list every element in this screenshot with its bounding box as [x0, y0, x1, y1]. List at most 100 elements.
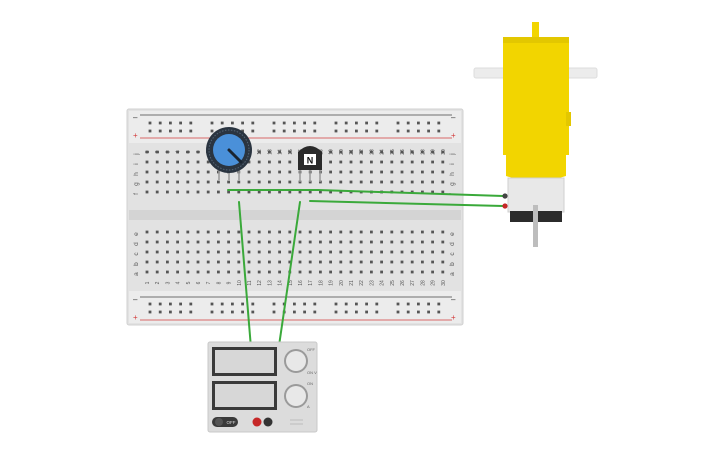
terminal-hole[interactable]: [390, 270, 394, 274]
terminal-hole[interactable]: [186, 180, 190, 184]
rail-hole[interactable]: [427, 129, 430, 133]
terminal-hole[interactable]: [329, 270, 332, 274]
terminal-hole[interactable]: [237, 240, 241, 244]
terminal-hole[interactable]: [359, 260, 363, 264]
terminal-hole[interactable]: [257, 240, 261, 244]
terminal-hole[interactable]: [370, 260, 373, 264]
terminal-hole[interactable]: [390, 240, 394, 244]
terminal-hole[interactable]: [308, 250, 312, 254]
terminal-hole[interactable]: [155, 160, 159, 164]
terminal-hole[interactable]: [410, 240, 414, 244]
terminal-hole[interactable]: [217, 240, 220, 244]
rail-hole[interactable]: [334, 310, 338, 314]
terminal-hole[interactable]: [431, 170, 434, 174]
wire-to-motor-bottom[interactable]: [309, 200, 504, 207]
terminal-hole[interactable]: [410, 180, 414, 184]
terminal-hole[interactable]: [247, 190, 251, 194]
terminal-hole[interactable]: [349, 150, 353, 154]
rail-hole[interactable]: [313, 129, 317, 133]
terminal-hole[interactable]: [278, 190, 281, 194]
terminal-hole[interactable]: [227, 180, 230, 184]
rail-hole[interactable]: [210, 121, 214, 125]
terminal-hole[interactable]: [166, 240, 169, 244]
terminal-hole[interactable]: [166, 150, 169, 154]
terminal-hole[interactable]: [257, 250, 261, 254]
rail-hole[interactable]: [251, 121, 255, 125]
terminal-hole[interactable]: [441, 240, 445, 244]
rail-hole[interactable]: [344, 310, 348, 314]
terminal-hole[interactable]: [247, 170, 251, 174]
terminal-hole[interactable]: [410, 260, 414, 264]
terminal-hole[interactable]: [257, 150, 261, 154]
rail-hole[interactable]: [396, 121, 400, 125]
rail-hole[interactable]: [189, 310, 193, 314]
terminal-hole[interactable]: [400, 270, 404, 274]
terminal-hole[interactable]: [441, 160, 445, 164]
rail-hole[interactable]: [169, 302, 172, 306]
terminal-hole[interactable]: [400, 160, 404, 164]
terminal-hole[interactable]: [421, 270, 424, 274]
rail-hole[interactable]: [179, 310, 182, 314]
rail-hole[interactable]: [355, 129, 358, 133]
terminal-hole[interactable]: [400, 170, 404, 174]
terminal-hole[interactable]: [155, 150, 159, 154]
power-supply-icon[interactable]: OFF ON V ON A OFF: [207, 341, 318, 433]
terminal-hole[interactable]: [421, 230, 424, 234]
terminal-hole[interactable]: [431, 260, 434, 264]
rail-hole[interactable]: [282, 121, 286, 125]
terminal-hole[interactable]: [288, 150, 292, 154]
rail-hole[interactable]: [375, 310, 379, 314]
terminal-hole[interactable]: [257, 190, 261, 194]
terminal-hole[interactable]: [359, 250, 363, 254]
terminal-hole[interactable]: [176, 190, 179, 194]
rail-hole[interactable]: [148, 129, 152, 133]
terminal-hole[interactable]: [421, 190, 424, 194]
terminal-hole[interactable]: [166, 230, 169, 234]
rail-hole[interactable]: [396, 302, 400, 306]
rail-hole[interactable]: [313, 310, 317, 314]
rail-hole[interactable]: [313, 302, 317, 306]
terminal-hole[interactable]: [196, 260, 200, 264]
terminal-hole[interactable]: [390, 250, 394, 254]
terminal-hole[interactable]: [329, 160, 332, 164]
terminal-hole[interactable]: [145, 180, 149, 184]
terminal-hole[interactable]: [339, 180, 343, 184]
terminal-hole[interactable]: [186, 170, 190, 174]
terminal-hole[interactable]: [288, 190, 292, 194]
terminal-hole[interactable]: [319, 230, 322, 234]
rail-hole[interactable]: [251, 129, 255, 133]
rail-hole[interactable]: [169, 129, 172, 133]
terminal-hole[interactable]: [247, 160, 251, 164]
terminal-hole[interactable]: [339, 250, 343, 254]
terminal-hole[interactable]: [400, 250, 404, 254]
terminal-hole[interactable]: [278, 250, 281, 254]
terminal-hole[interactable]: [257, 180, 261, 184]
rail-hole[interactable]: [189, 121, 193, 125]
terminal-hole[interactable]: [400, 240, 404, 244]
terminal-hole[interactable]: [359, 170, 363, 174]
terminal-hole[interactable]: [359, 240, 363, 244]
terminal-hole[interactable]: [339, 230, 343, 234]
terminal-hole[interactable]: [196, 240, 200, 244]
terminal-hole[interactable]: [155, 260, 159, 264]
terminal-hole[interactable]: [268, 240, 271, 244]
rail-hole[interactable]: [344, 129, 348, 133]
rail-hole[interactable]: [406, 302, 410, 306]
terminal-hole[interactable]: [217, 260, 220, 264]
rail-hole[interactable]: [220, 302, 224, 306]
terminal-hole[interactable]: [145, 230, 149, 234]
terminal-hole[interactable]: [329, 170, 332, 174]
terminal-hole[interactable]: [288, 180, 292, 184]
rail-hole[interactable]: [210, 310, 214, 314]
rail-hole[interactable]: [189, 302, 193, 306]
terminal-hole[interactable]: [431, 230, 434, 234]
terminal-hole[interactable]: [370, 270, 373, 274]
terminal-hole[interactable]: [421, 180, 424, 184]
terminal-hole[interactable]: [268, 270, 271, 274]
rail-hole[interactable]: [417, 129, 420, 133]
terminal-hole[interactable]: [227, 260, 230, 264]
terminal-hole[interactable]: [441, 230, 445, 234]
rail-hole[interactable]: [396, 310, 400, 314]
terminal-hole[interactable]: [370, 170, 373, 174]
terminal-hole[interactable]: [186, 250, 190, 254]
